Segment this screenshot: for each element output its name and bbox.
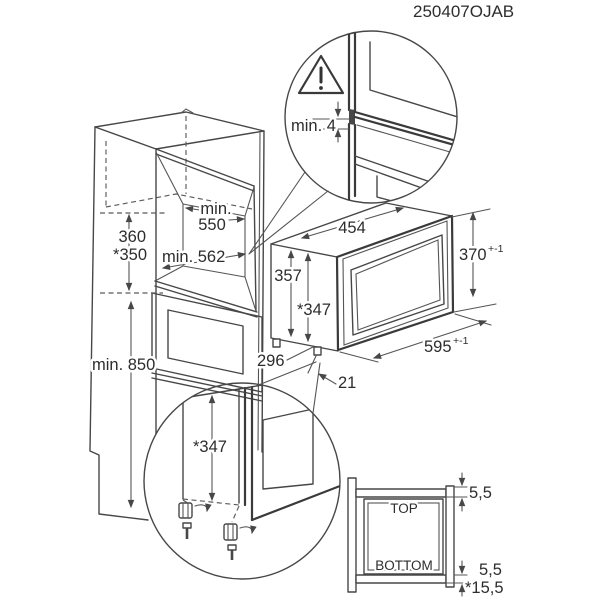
- frame-width-label: 595: [424, 338, 452, 356]
- appliance-width-label: 454: [338, 219, 366, 237]
- bottom-detail-circle: [143, 361, 341, 580]
- appliance-drawing: [270, 202, 497, 385]
- cabinet-top-face: [94, 111, 265, 150]
- section-body-inner: [367, 502, 440, 571]
- rotate-arrow-icon: [194, 503, 212, 513]
- cabinet-left-edge: [89, 126, 149, 521]
- detail-front-height-label: *347: [193, 438, 227, 456]
- top-detail-circle: [248, 30, 458, 255]
- oven-door: [151, 292, 263, 393]
- foot-distance-label: 296: [257, 352, 285, 370]
- niche-width-label-1: min.: [200, 200, 231, 218]
- document-code: 250407OJAB: [413, 2, 514, 21]
- screw-icon: [227, 544, 237, 551]
- section-bottom-overall-label: *15,5: [465, 579, 504, 597]
- warning-icon: [297, 54, 345, 95]
- niche-depth-arrow: [161, 251, 247, 271]
- section-wall-flange: [347, 477, 357, 593]
- detail-appliance-edge-lower: [347, 122, 357, 202]
- frame-width-tolerance: +-1: [453, 335, 469, 347]
- niche-depth-label: min. 562: [162, 248, 225, 266]
- screw-icon: [182, 522, 192, 529]
- section-bottom-label: BOTTOM: [375, 558, 433, 573]
- foot-offset-label: 21: [338, 374, 356, 392]
- section-top-gap-label: 5,5: [469, 484, 492, 502]
- section-bottom-gap-label: 5,5: [479, 561, 502, 579]
- detail-appliance-edge-upper: [347, 31, 357, 113]
- niche-height-label: 360: [118, 228, 146, 246]
- adjustable-foot-icon: [223, 523, 257, 560]
- foot-296-leader: [286, 346, 314, 361]
- frame-height-tolerance: +-1: [488, 243, 504, 255]
- section-body-outer: [363, 498, 444, 575]
- niche-height-alt-label: *350: [113, 246, 147, 264]
- bottom-detail-pointer: [255, 361, 321, 414]
- top-detail-pointer: [248, 171, 329, 255]
- niche-width-arrow-left: [184, 205, 201, 213]
- cabinet-front-right-edge: [261, 130, 265, 453]
- cabinet-drawing: [89, 108, 265, 521]
- floor-height-label: min. 850: [92, 356, 155, 374]
- adjustable-foot-icon: [178, 502, 212, 539]
- detail-lower-panel: [376, 175, 441, 203]
- section-top-rail: [355, 488, 447, 498]
- width-454-arrow: [300, 206, 405, 240]
- appliance-front-height-label: *347: [297, 301, 331, 319]
- section-top-label: TOP: [390, 501, 418, 516]
- appliance-foot-rear: [272, 338, 281, 348]
- foot-21-arrow: [318, 373, 337, 385]
- appliance-left-face: [270, 243, 339, 352]
- niche-width-arrow-right: [228, 216, 246, 223]
- appliance-rear-height-label: 357: [274, 267, 302, 285]
- section-bottom-rail: [355, 574, 447, 584]
- detail-window: [262, 408, 314, 490]
- appliance-frame: [335, 214, 455, 352]
- detail-shelf-edge: [353, 110, 457, 148]
- appliance-window: [350, 234, 445, 336]
- oven-window: [167, 309, 244, 375]
- appliance-foot-front: [313, 346, 322, 356]
- frame-height-label: 370: [459, 246, 487, 264]
- detail-frame-bottom: [250, 484, 340, 522]
- rotate-arrow-icon: [239, 525, 257, 535]
- frame-width-arrow: [372, 320, 488, 359]
- gap-min4-label: min. 4: [291, 117, 336, 135]
- bottom-detail-boundary: [143, 382, 341, 580]
- section-front-frame: [445, 485, 455, 588]
- niche-right-edge: [253, 185, 257, 312]
- detail-upper-panel: [369, 41, 457, 119]
- detail-gap-lines: [306, 118, 350, 130]
- niche-width-label-2: 550: [198, 216, 226, 234]
- detail-mid-band: [354, 155, 443, 193]
- section-view: [347, 472, 468, 597]
- detail-frame-band: [243, 385, 254, 522]
- niche-top-edge: [155, 148, 255, 192]
- niche-bottom-edge: [154, 280, 258, 318]
- cabinet-top-notch: [180, 108, 194, 114]
- niche-back-wall: [182, 203, 246, 278]
